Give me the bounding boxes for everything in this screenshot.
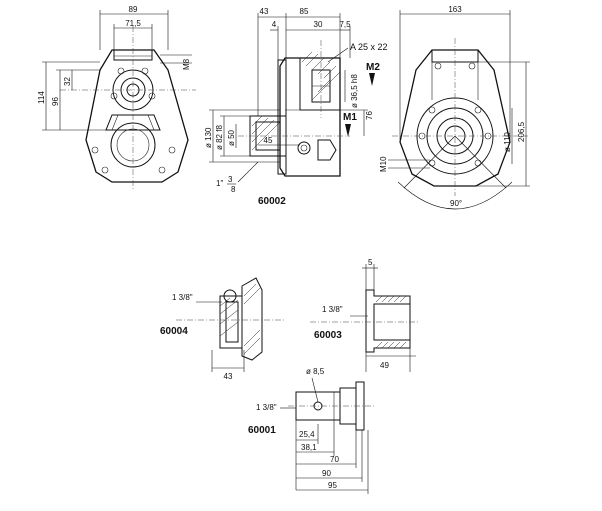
c1-model-label: 60001 [248,425,276,436]
front-height-114-label: 114 [37,91,46,104]
component-60001: ø 8,5 1 3/8" 60001 25,4 38,1 70 90 95 [248,367,376,494]
c1-25-4-label: 25,4 [299,430,315,439]
side-4-label: 4 [272,20,277,29]
side-d50-label: ø 50 [227,129,236,146]
c1-38-1-label: 38,1 [301,443,317,452]
c3-5-label: 5 [368,258,373,267]
side-m1-label: M1 [343,112,357,123]
side-key-label: A 25 x 22 [350,42,388,52]
front-view: 89 71,5 M8 114 96 32 [37,5,196,190]
front-m8-label: M8 [182,58,191,70]
c1-90-label: 90 [322,469,331,478]
side-76-label: 76 [365,111,374,120]
m2-arrow-icon [369,73,375,86]
c1-thread-label: 1 3/8" [256,403,277,412]
front-width-label: 89 [129,5,138,14]
side-d82-label: ø 82 f8 [215,125,224,150]
rear-width-163-label: 163 [448,5,462,14]
component-60003: 5 1 3/8" 60003 49 [310,258,420,372]
side-m2-label: M2 [366,62,380,73]
side-thread-den-label: 8 [231,185,236,194]
c1-95-label: 95 [328,481,337,490]
rear-m10-label: M10 [379,156,388,172]
side-model-label: 60002 [258,196,286,207]
c4-model-label: 60004 [160,326,188,337]
side-43-label: 43 [260,7,269,16]
c3-49-label: 49 [380,361,389,370]
side-d130-label: ø 130 [204,127,213,148]
front-height-96-label: 96 [51,97,60,106]
c1-70-label: 70 [330,455,339,464]
front-inner-width-label: 71,5 [125,19,141,28]
side-thread-inch-label: 1" [216,179,223,188]
side-85-label: 85 [300,7,309,16]
rear-206-label: 206,5 [517,121,526,142]
side-view: 43 85 4 30 7,5 A 25 x 22 ø 36,5 h8 76 M2… [204,7,388,207]
c4-43-label: 43 [224,372,233,381]
c3-thread-label: 1 3/8" [322,305,343,314]
rear-90-degree-label: 90° [450,199,462,208]
side-45-label: 45 [264,136,273,145]
side-30-label: 30 [314,20,323,29]
c1-d8-5-label: ø 8,5 [306,367,325,376]
rear-d110-label: ø 110 [503,132,512,152]
side-thread-num-label: 3 [228,175,233,184]
side-7-5-label: 7,5 [339,20,351,29]
c3-model-label: 60003 [314,330,342,341]
m1-arrow-icon [345,124,351,137]
component-60004: 1 3/8" 60004 43 [160,277,286,381]
front-height-32-label: 32 [63,77,72,86]
rear-view: 163 206,5 ø 110 M10 90° [379,5,530,210]
side-shaft-diameter-label: ø 36,5 h8 [350,74,359,108]
c4-thread-label: 1 3/8" [172,293,193,302]
